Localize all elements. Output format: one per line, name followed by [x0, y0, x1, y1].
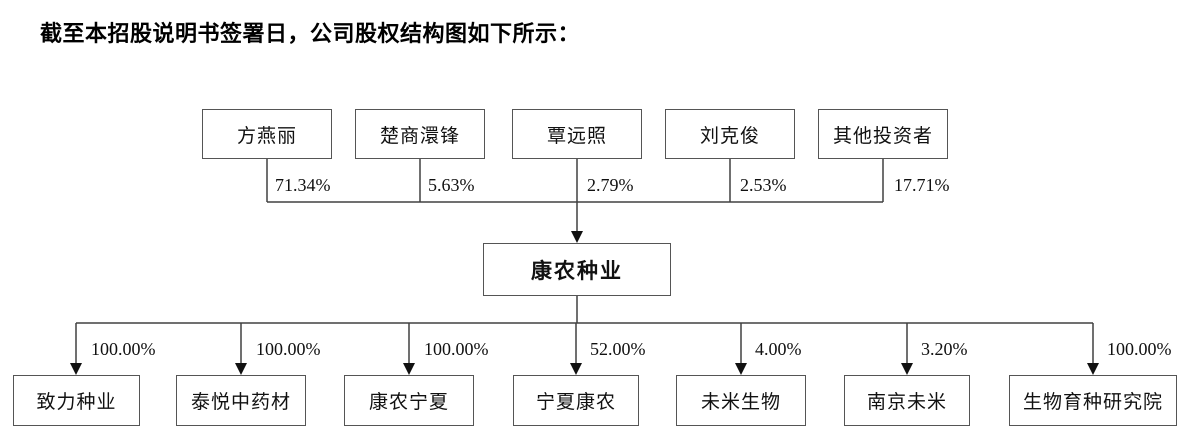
subsidiary-box: 未米生物 — [676, 375, 806, 426]
ownership-percentage: 100.00% — [256, 339, 321, 359]
ownership-percentage: 17.71% — [894, 175, 950, 195]
ownership-percentage: 2.53% — [740, 175, 787, 195]
arrowhead-down-icon — [1087, 363, 1099, 375]
ownership-percentage: 100.00% — [1107, 339, 1172, 359]
ownership-percentage: 52.00% — [590, 339, 646, 359]
ownership-percentage: 3.20% — [921, 339, 968, 359]
subsidiary-box: 致力种业 — [13, 375, 140, 426]
ownership-percentage: 100.00% — [91, 339, 156, 359]
shareholder-box: 覃远照 — [512, 109, 642, 159]
arrowhead-down-icon — [70, 363, 82, 375]
arrowhead-down-icon — [571, 231, 583, 243]
shareholder-box: 楚商澴锋 — [355, 109, 485, 159]
arrowheads — [70, 231, 1099, 375]
ownership-percentage: 4.00% — [755, 339, 802, 359]
wire-segments — [75, 159, 1094, 364]
page-title: 截至本招股说明书签署日，公司股权结构图如下所示： — [40, 21, 581, 46]
shareholder-box: 其他投资者 — [818, 109, 948, 159]
ownership-percentage: 71.34% — [275, 175, 331, 195]
company-box: 康农种业 — [483, 243, 671, 296]
subsidiary-box: 生物育种研究院 — [1009, 375, 1177, 426]
arrowhead-down-icon — [235, 363, 247, 375]
subsidiary-box: 泰悦中药材 — [176, 375, 306, 426]
arrowhead-down-icon — [735, 363, 747, 375]
subsidiary-box: 康农宁夏 — [344, 375, 474, 426]
shareholder-box: 方燕丽 — [202, 109, 332, 159]
ownership-percentage: 100.00% — [424, 339, 489, 359]
arrowhead-down-icon — [570, 363, 582, 375]
arrowhead-down-icon — [901, 363, 913, 375]
subsidiary-box: 宁夏康农 — [513, 375, 639, 426]
shareholder-box: 刘克俊 — [665, 109, 795, 159]
arrowhead-down-icon — [403, 363, 415, 375]
ownership-percentage: 2.79% — [587, 175, 634, 195]
subsidiary-box: 南京未米 — [844, 375, 970, 426]
ownership-percentage: 5.63% — [428, 175, 475, 195]
